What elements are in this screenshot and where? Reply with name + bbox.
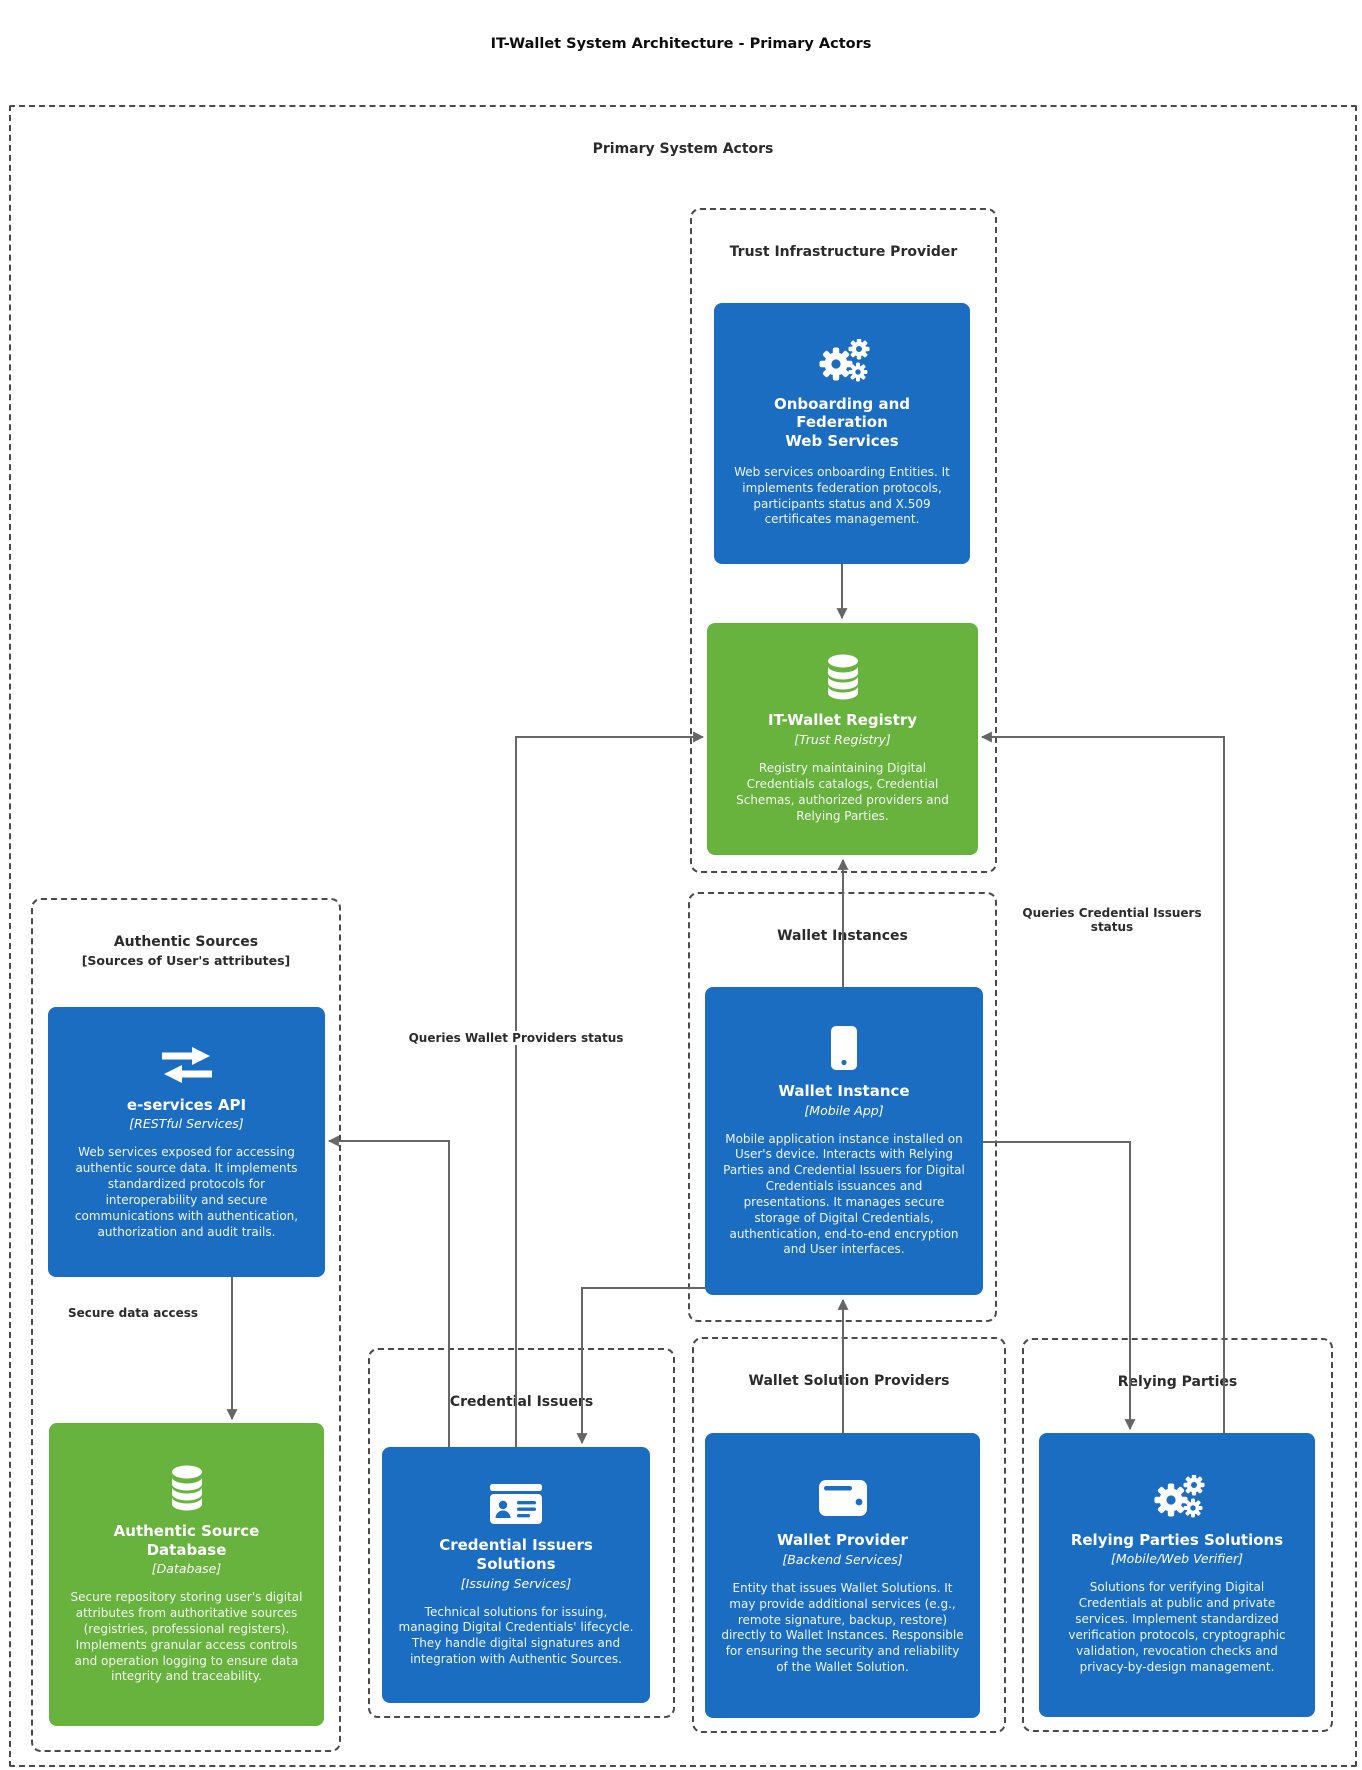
node-title: Wallet Provider <box>777 1531 908 1550</box>
wallet-icon <box>816 1475 870 1521</box>
database-icon <box>820 653 866 701</box>
node-subtitle: [RESTful Services] <box>129 1116 244 1132</box>
node-wallet-provider: Wallet Provider [Backend Services] Entit… <box>705 1433 980 1718</box>
node-title: Onboarding and Federation Web Services <box>773 394 911 451</box>
page-title: IT-Wallet System Architecture - Primary … <box>490 36 872 52</box>
node-subtitle: [Database] <box>151 1561 222 1577</box>
node-title: Authentic Source Database <box>113 1521 260 1559</box>
group-label: Relying Parties <box>1117 1374 1238 1390</box>
swap-arrows-icon <box>158 1044 216 1086</box>
gears-icon <box>1149 1474 1205 1521</box>
edge-label-queries-wallet-providers: Queries Wallet Providers status <box>404 1031 628 1045</box>
gears-icon <box>814 338 870 385</box>
group-wallet-solution-providers: Wallet Solution Providers <box>692 1337 1006 1733</box>
group-label: Wallet Instances <box>777 928 908 944</box>
node-authentic-source-database: Authentic Source Database [Database] Sec… <box>49 1423 324 1726</box>
node-description: Web services onboarding Entities. It imp… <box>734 464 950 527</box>
node-wallet-instance: Wallet Instance [Mobile App] Mobile appl… <box>705 987 983 1295</box>
group-primary-system-actors: Primary System Actors <box>9 105 1357 1767</box>
database-icon <box>164 1464 210 1512</box>
node-description: Mobile application instance installed on… <box>723 1131 965 1257</box>
group-label: Wallet Solution Providers <box>748 1373 950 1389</box>
edge-label-queries-credential-issuers: Queries Credential Issuers status <box>1018 906 1206 934</box>
node-title: IT-Wallet Registry <box>767 711 918 730</box>
node-title: e-services API <box>126 1095 247 1114</box>
mobile-icon <box>828 1024 860 1072</box>
node-eservices-api: e-services API [RESTful Services] Web se… <box>48 1007 325 1277</box>
node-subtitle: [Trust Registry] <box>794 732 891 748</box>
node-subtitle: [Mobile/Web Verifier] <box>1111 1551 1243 1567</box>
group-label: Trust Infrastructure Provider <box>729 244 958 260</box>
node-it-wallet-registry: IT-Wallet Registry [Trust Registry] Regi… <box>707 623 978 855</box>
node-description: Registry maintaining Digital Credentials… <box>736 761 949 823</box>
edge-label-secure-data-access: Secure data access <box>63 1306 203 1320</box>
node-description: Solutions for verifying Digital Credenti… <box>1068 1580 1286 1674</box>
node-credential-issuers-solutions: Credential Issuers Solutions [Issuing Se… <box>382 1447 650 1703</box>
node-subtitle: [Backend Services] <box>782 1551 903 1567</box>
node-subtitle: [Issuing Services] <box>460 1575 572 1591</box>
node-title: Wallet Instance <box>778 1081 910 1100</box>
group-label: Credential Issuers <box>449 1394 594 1410</box>
group-sublabel: [Sources of User's attributes] <box>81 953 291 968</box>
node-subtitle: [Mobile App] <box>804 1102 884 1118</box>
node-relying-parties-solutions: Relying Parties Solutions [Mobile/Web Ve… <box>1039 1433 1315 1717</box>
node-description: Technical solutions for issuing, managin… <box>398 1604 634 1667</box>
node-title: Credential Issuers Solutions <box>439 1536 593 1573</box>
group-label: Primary System Actors <box>592 141 774 157</box>
node-onboarding-federation-web-services: Onboarding and Federation Web Services W… <box>714 303 970 564</box>
id-card-icon <box>488 1482 544 1526</box>
node-description: Web services exposed for accessing authe… <box>74 1145 299 1239</box>
node-description: Secure repository storing user's digital… <box>70 1590 303 1684</box>
node-description: Entity that issues Wallet Solutions. It … <box>721 1580 964 1675</box>
group-label: Authentic Sources <box>113 934 259 950</box>
node-title: Relying Parties Solutions <box>1070 1530 1284 1549</box>
